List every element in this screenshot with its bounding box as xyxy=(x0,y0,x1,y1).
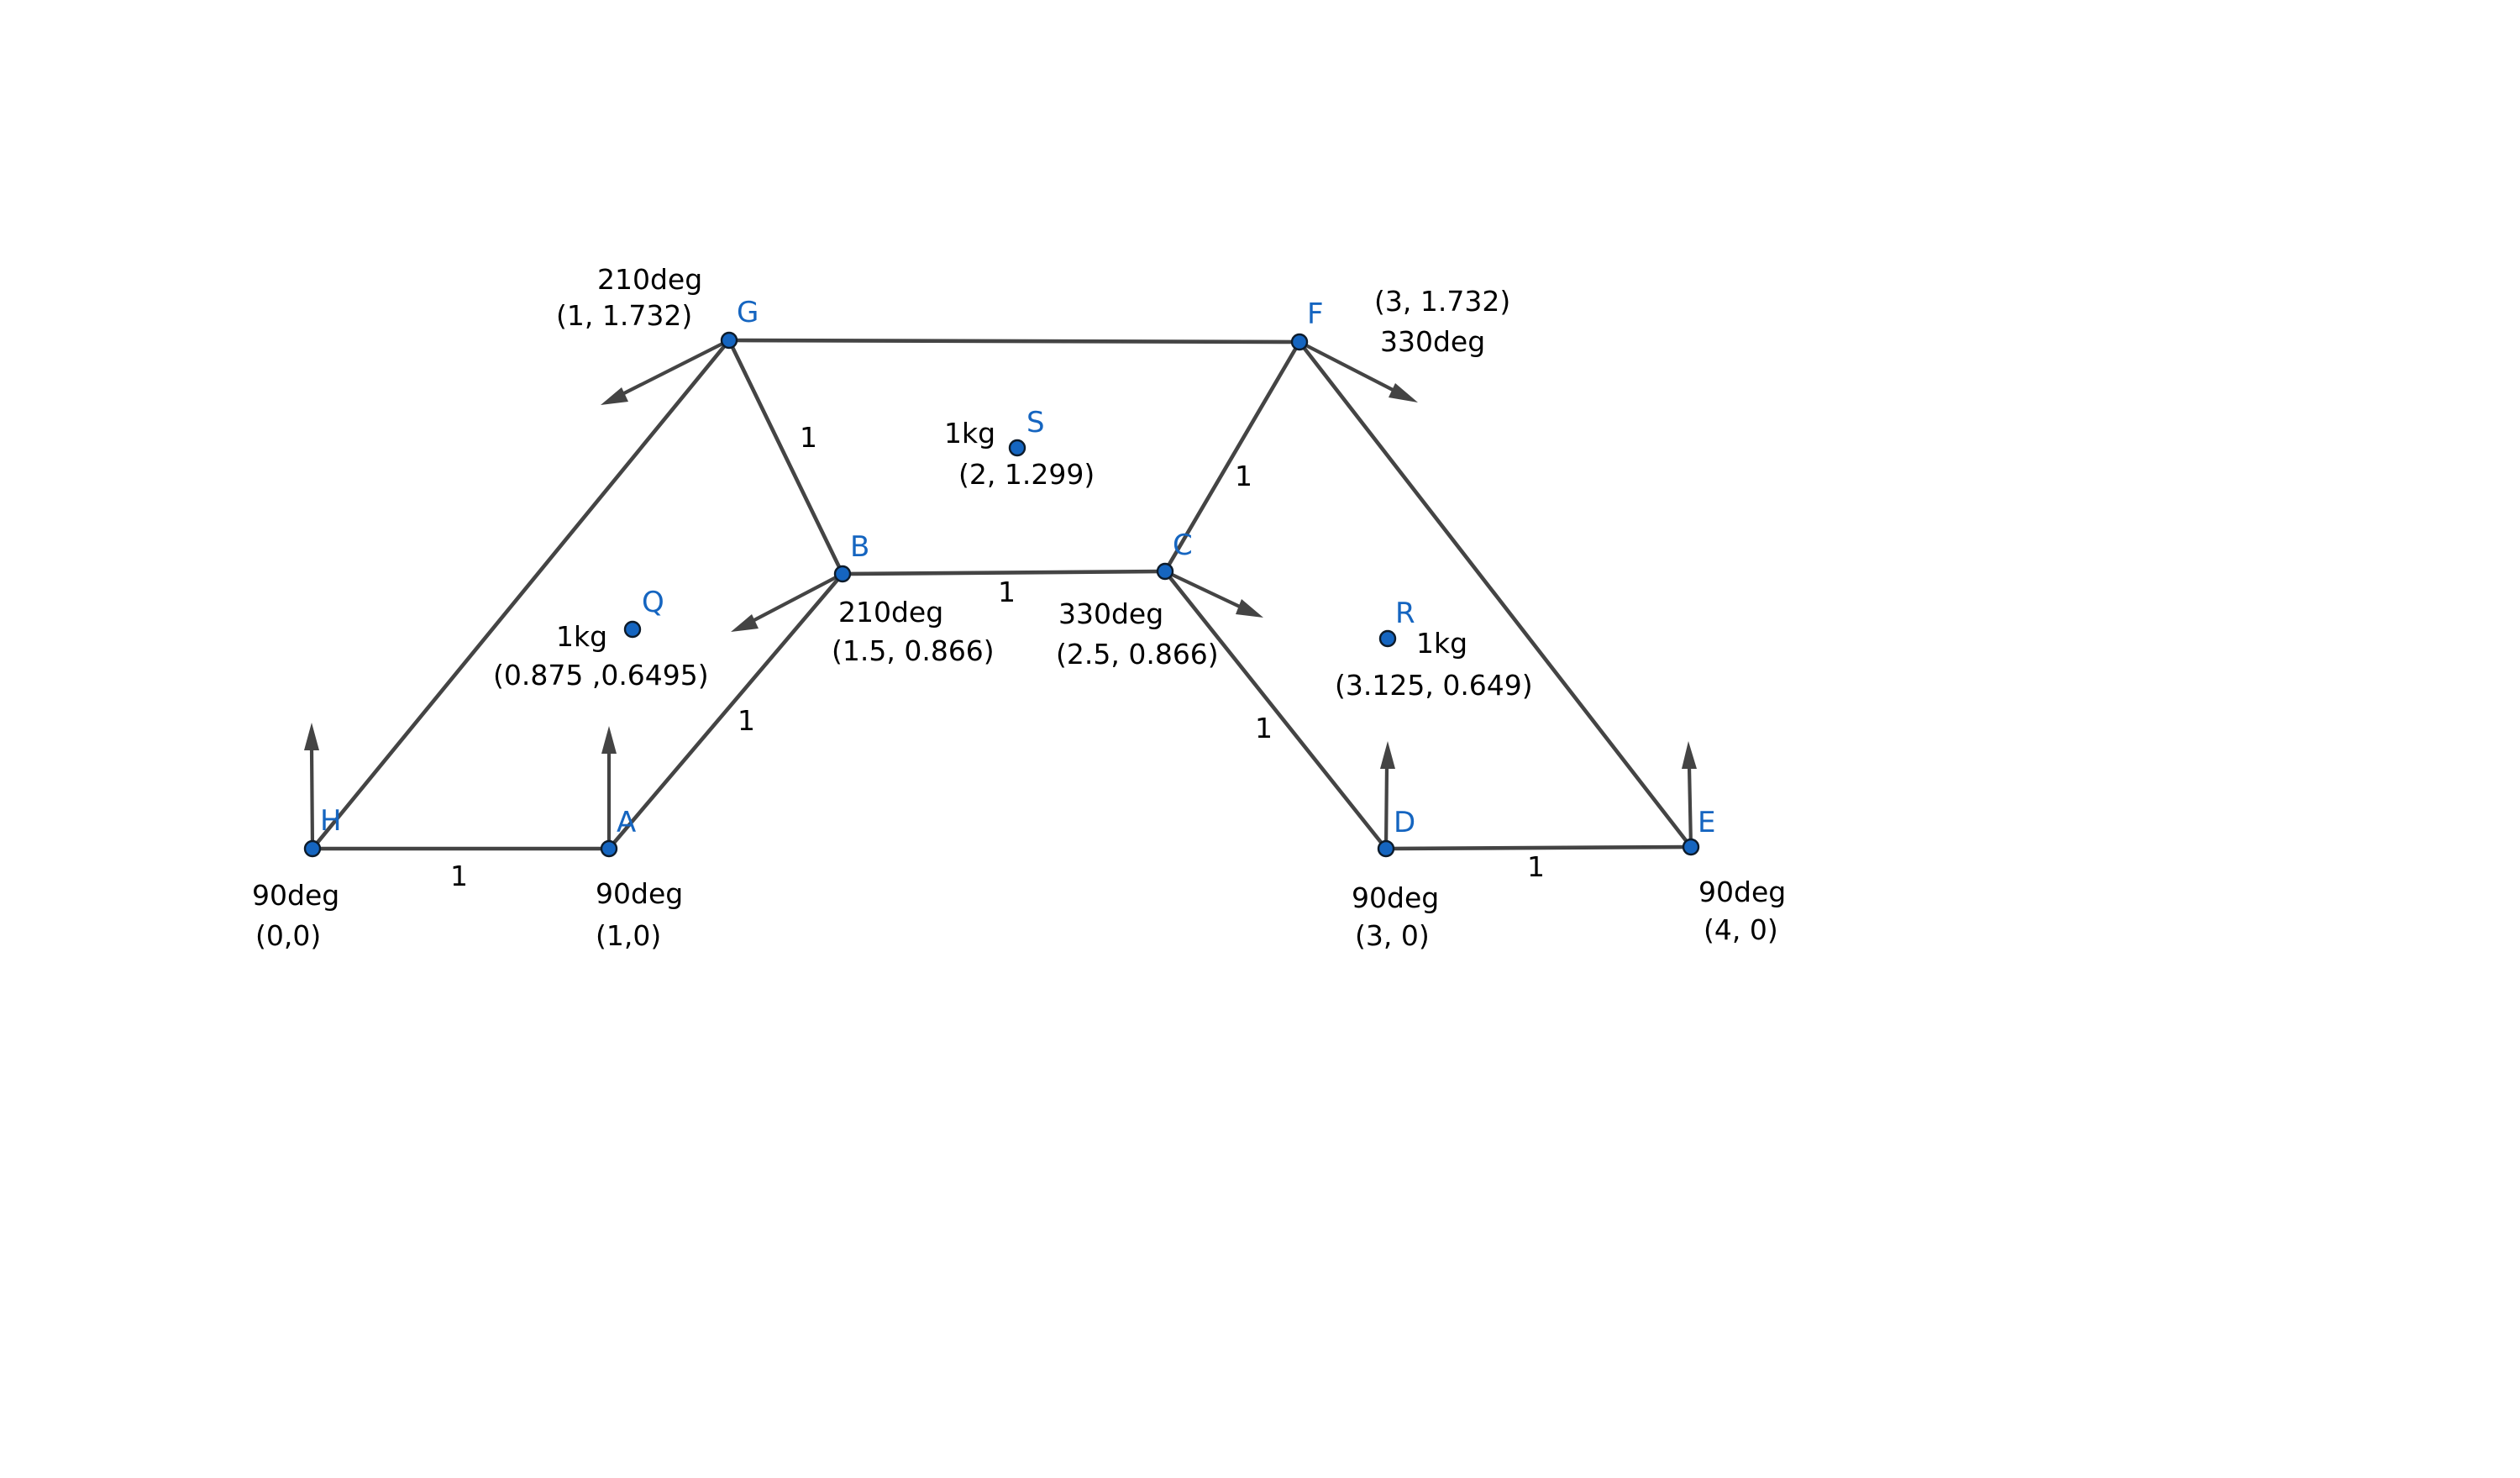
edge-b-c xyxy=(840,569,1168,576)
angle-label-b: 210deg xyxy=(838,596,943,629)
edge-b-g xyxy=(727,338,845,576)
edge-length-b-g: 1 xyxy=(800,421,817,454)
nodes xyxy=(303,331,1700,858)
coord-label-e: (4, 0) xyxy=(1704,913,1778,946)
force-vectors xyxy=(304,338,1697,851)
edge-length-b-c: 1 xyxy=(998,576,1016,608)
edge-length-c-d: 1 xyxy=(1255,712,1273,744)
edge-length-h-a: 1 xyxy=(450,860,468,892)
mass-point-s xyxy=(1008,439,1026,457)
force-vector-h xyxy=(304,723,319,851)
coord-label-b: (1.5, 0.866) xyxy=(832,634,995,667)
point-label-h: H xyxy=(320,804,342,838)
angle-label-d: 90deg xyxy=(1352,881,1439,914)
point-labels: H A B C D E F G Q R S xyxy=(320,296,1715,839)
edge-c-d xyxy=(1163,569,1389,851)
edge-h-g xyxy=(310,338,732,851)
coord-label-g: (1, 1.732) xyxy=(556,299,692,332)
mass-label-r: R xyxy=(1395,597,1415,630)
mass-coord-s: (2, 1.299) xyxy=(958,458,1095,491)
edge-f-e xyxy=(1297,339,1693,849)
coord-label-h: (0,0) xyxy=(255,919,321,952)
angle-label-a: 90deg xyxy=(596,877,683,910)
force-vector-b xyxy=(731,571,845,632)
angle-label-f: 330deg xyxy=(1380,325,1485,358)
point-label-e: E xyxy=(1698,806,1715,839)
angle-label-e: 90deg xyxy=(1698,876,1786,908)
force-vector-a xyxy=(601,726,617,851)
mass-label-q: Q xyxy=(642,586,664,619)
mass-coord-q: (0.875 ,0.6495) xyxy=(493,659,709,692)
point-label-c: C xyxy=(1173,529,1193,562)
force-vector-d xyxy=(1380,741,1395,851)
edge-length-c-f: 1 xyxy=(1235,460,1252,492)
point-label-g: G xyxy=(737,296,759,329)
edge-g-f xyxy=(727,338,1302,345)
point-e xyxy=(1682,838,1700,856)
mass-value-q: 1kg xyxy=(556,620,607,653)
edge-d-e xyxy=(1383,844,1693,851)
edge-length-d-e: 1 xyxy=(1527,850,1545,883)
force-vector-g xyxy=(601,338,732,405)
force-vector-c xyxy=(1163,569,1263,618)
edges xyxy=(310,338,1693,851)
coord-label-a: (1,0) xyxy=(596,919,661,952)
mass-label-s: S xyxy=(1026,406,1045,439)
angle-label-h: 90deg xyxy=(252,879,339,912)
edge-length-a-b: 1 xyxy=(738,704,755,737)
angle-label-c: 330deg xyxy=(1058,597,1163,630)
point-g xyxy=(720,331,738,350)
mass-point-q xyxy=(623,620,642,639)
angle-label-g: 210deg xyxy=(597,263,702,296)
point-label-b: B xyxy=(850,530,869,564)
mass-value-s: 1kg xyxy=(944,417,995,450)
point-c xyxy=(1156,562,1174,581)
point-a xyxy=(600,839,618,858)
point-label-f: F xyxy=(1307,297,1324,331)
point-label-a: A xyxy=(617,806,636,839)
point-h xyxy=(303,839,322,858)
force-vector-e xyxy=(1682,741,1697,849)
coord-label-f: (3, 1.732) xyxy=(1374,285,1510,318)
point-d xyxy=(1377,839,1395,858)
edge-c-f xyxy=(1163,339,1302,574)
point-f xyxy=(1290,333,1309,351)
mass-value-r: 1kg xyxy=(1416,627,1467,660)
coord-label-c: (2.5, 0.866) xyxy=(1056,638,1219,671)
point-annotations: 90deg (0,0) 90deg (1,0) 210deg (1.5, 0.8… xyxy=(252,263,1786,952)
point-b xyxy=(833,565,852,583)
point-label-d: D xyxy=(1394,806,1415,839)
force-vector-f xyxy=(1297,339,1418,402)
coord-label-d: (3, 0) xyxy=(1355,919,1430,952)
edge-a-b xyxy=(606,571,845,851)
edge-length-labels: 1 1 1 1 1 1 1 xyxy=(450,421,1545,892)
mass-point-r xyxy=(1378,629,1397,648)
mass-coord-r: (3.125, 0.649) xyxy=(1335,669,1533,702)
